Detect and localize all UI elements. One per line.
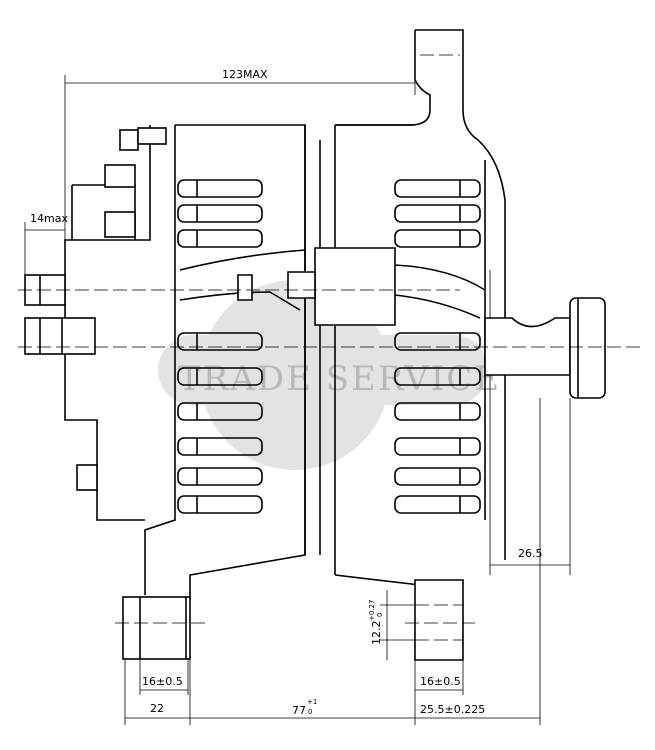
dim-foot-spacing-tol-lower: 0 (308, 708, 312, 716)
regulator-plate (24, 125, 167, 521)
terminal-nut (104, 211, 136, 238)
cooling-slot (177, 332, 263, 351)
cooling-slot (394, 204, 481, 223)
top-mount-ear (415, 29, 506, 560)
output-terminal (24, 317, 96, 355)
cooling-slot (177, 402, 263, 421)
dim-shaft-length: 26.5 (518, 547, 543, 560)
dimension-lines (24, 70, 571, 725)
front-housing (144, 124, 491, 600)
cooling-slot (177, 204, 263, 223)
cooling-slot (394, 367, 481, 386)
cooling-slot (177, 495, 263, 514)
watermark-text: TRADE SERVICE (178, 359, 501, 399)
watermark: TRADE SERVICE (158, 280, 501, 470)
dim-right-foot-width: 16±0.5 (420, 675, 461, 688)
dim-mount-hole-tol-upper: +0.27 (368, 600, 376, 621)
terminal-nut (119, 129, 139, 151)
dim-foot-spacing: 77 (292, 704, 306, 717)
cooling-slots (177, 179, 481, 514)
cooling-slot (394, 467, 481, 486)
dim-mount-hole-tol-lower: 0 (376, 613, 384, 617)
dim-left-foot-offset: 22 (150, 702, 164, 715)
right-foot (414, 579, 464, 661)
shaft-pulley-nut (484, 297, 606, 399)
terminal-nut (104, 164, 136, 188)
cooling-slot (394, 495, 481, 514)
dim-foot-spacing-tol-upper: +1 (307, 698, 317, 706)
dim-right-foot-offset: 25.5±0.225 (420, 703, 485, 716)
cooling-slot (177, 467, 263, 486)
dim-overall-length: 123MAX (222, 68, 268, 81)
dim-mount-hole: 12.2 (370, 621, 383, 646)
cooling-slot (394, 402, 481, 421)
cooling-slot (394, 437, 481, 456)
cooling-slot (177, 367, 263, 386)
terminal-nut (76, 464, 98, 491)
cooling-slot (177, 229, 263, 248)
cooling-slot (394, 229, 481, 248)
left-foot (122, 596, 191, 660)
cooling-slot (177, 179, 263, 198)
cooling-slot (394, 179, 481, 198)
cooling-slot (177, 437, 263, 456)
cooling-slot (394, 332, 481, 351)
dim-left-foot-width: 16±0.5 (142, 675, 183, 688)
dim-terminal-protrusion: 14max (30, 212, 68, 225)
